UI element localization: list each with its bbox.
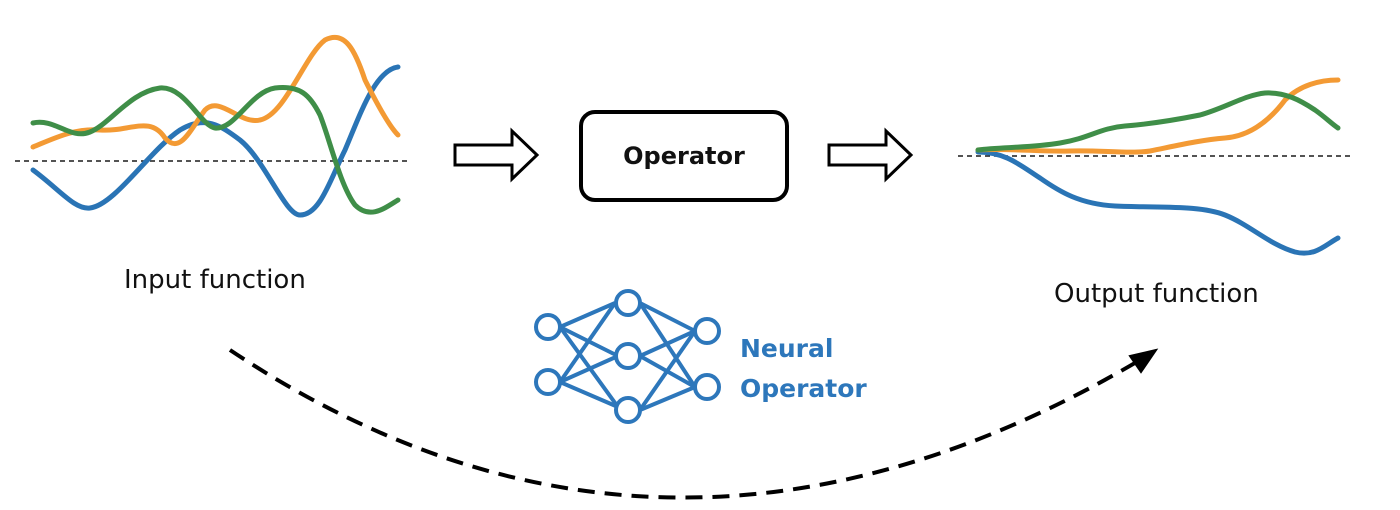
neural-operator-label-line2: Operator bbox=[740, 374, 867, 403]
nn-edge bbox=[559, 301, 616, 329]
neural-network-icon bbox=[534, 289, 721, 424]
operator-box: Operator bbox=[579, 110, 789, 202]
operator-label: Operator bbox=[623, 142, 745, 170]
hollow-right-arrow-1 bbox=[453, 127, 540, 183]
output-function-plot bbox=[958, 77, 1352, 256]
nn-node bbox=[534, 368, 562, 396]
input-curve-green bbox=[30, 84, 401, 215]
nn-edge bbox=[559, 354, 619, 384]
output-function-label: Output function bbox=[1054, 279, 1259, 309]
nn-edge bbox=[639, 301, 696, 333]
nn-edge bbox=[639, 385, 696, 412]
nn-edge bbox=[639, 329, 696, 358]
dashed-curved-arrow bbox=[228, 348, 1142, 500]
output-curve-green bbox=[975, 90, 1341, 153]
output-curve-orange bbox=[975, 77, 1341, 155]
neural-operator-label-line1: Neural bbox=[740, 334, 834, 363]
nn-edge bbox=[558, 301, 617, 384]
input-curve-blue bbox=[30, 64, 401, 218]
output-curve-blue bbox=[975, 149, 1341, 256]
nn-edge bbox=[638, 329, 697, 412]
input-curve-orange bbox=[30, 35, 401, 150]
nn-node bbox=[693, 373, 721, 401]
nn-node bbox=[693, 317, 721, 345]
input-function-label: Input function bbox=[124, 265, 306, 295]
hollow-right-arrow-2 bbox=[827, 127, 914, 183]
input-function-plot bbox=[15, 35, 410, 218]
nn-node bbox=[614, 342, 642, 370]
nn-node bbox=[614, 289, 642, 317]
neural-operator-label: Neural Operator bbox=[740, 329, 867, 409]
nn-node bbox=[534, 313, 562, 341]
nn-edge bbox=[559, 380, 619, 409]
dashed-arrow-head bbox=[1128, 348, 1159, 374]
nn-node bbox=[614, 396, 642, 424]
